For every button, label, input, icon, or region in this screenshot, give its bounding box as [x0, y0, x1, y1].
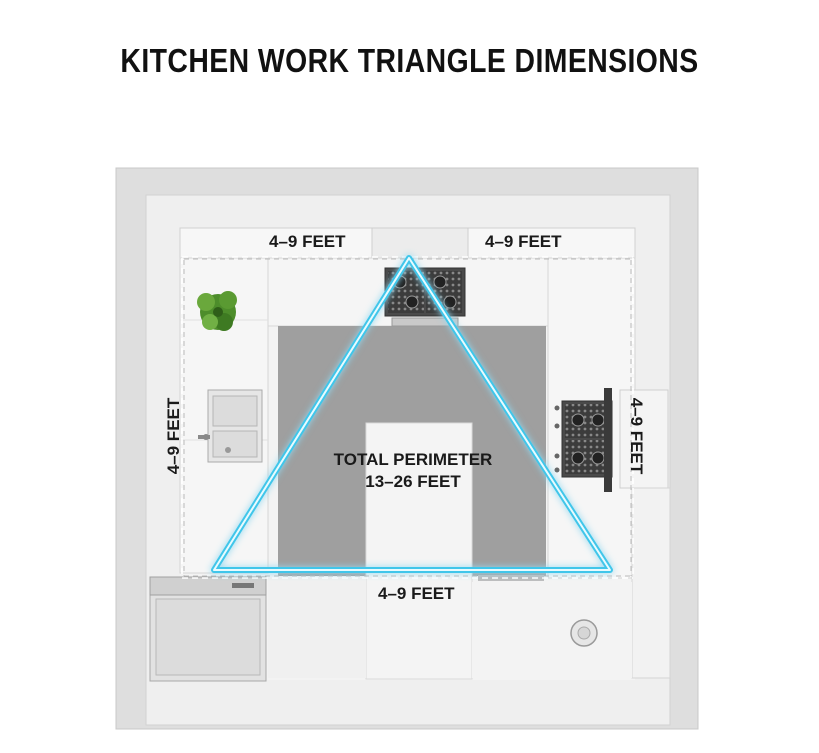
dimension-label-left: 4–9 FEET: [164, 397, 183, 475]
dimension-label-right: 4–9 FEET: [627, 397, 646, 475]
floor-vent: [478, 575, 544, 581]
trash-bin-icon: [570, 619, 598, 647]
total-perimeter-label: TOTAL PERIMETER 13–26 FEET: [318, 449, 508, 493]
sink-icon: [198, 389, 263, 463]
island: [365, 422, 473, 680]
range-icon: [554, 388, 613, 492]
perimeter-title: TOTAL PERIMETER: [333, 450, 493, 469]
work-triangle: [211, 255, 613, 573]
bottom-floor: [472, 582, 632, 678]
perimeter-value: 13–26 FEET: [365, 472, 461, 491]
plant-icon: [197, 291, 237, 331]
dishwasher-icon: [149, 576, 267, 682]
dimension-label-bottom: 4–9 FEET: [378, 584, 455, 603]
page-title: KITCHEN WORK TRIANGLE DIMENSIONS: [120, 42, 699, 79]
dimension-label-top-left: 4–9 FEET: [269, 232, 346, 251]
dimension-label-top-right: 4–9 FEET: [485, 232, 562, 251]
